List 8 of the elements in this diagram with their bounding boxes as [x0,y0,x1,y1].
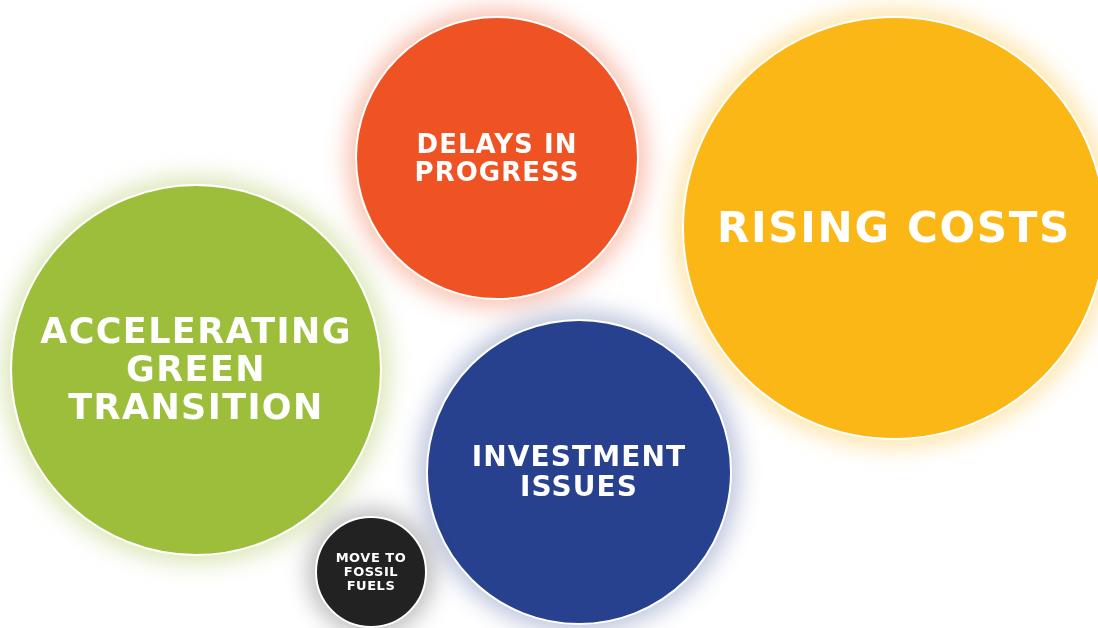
circle-label: INVESTMENT ISSUES [470,441,688,503]
circle-node [355,16,639,300]
circle-label: RISING COSTS [717,205,1071,251]
circle-label: DELAYS IN PROGRESS [413,129,581,187]
circle-node [315,516,427,628]
circle-node [426,319,732,625]
circle-label: ACCELERATING GREEN TRANSITION [39,313,353,427]
circle-label: MOVE TO FOSSIL FUELS [334,550,408,594]
